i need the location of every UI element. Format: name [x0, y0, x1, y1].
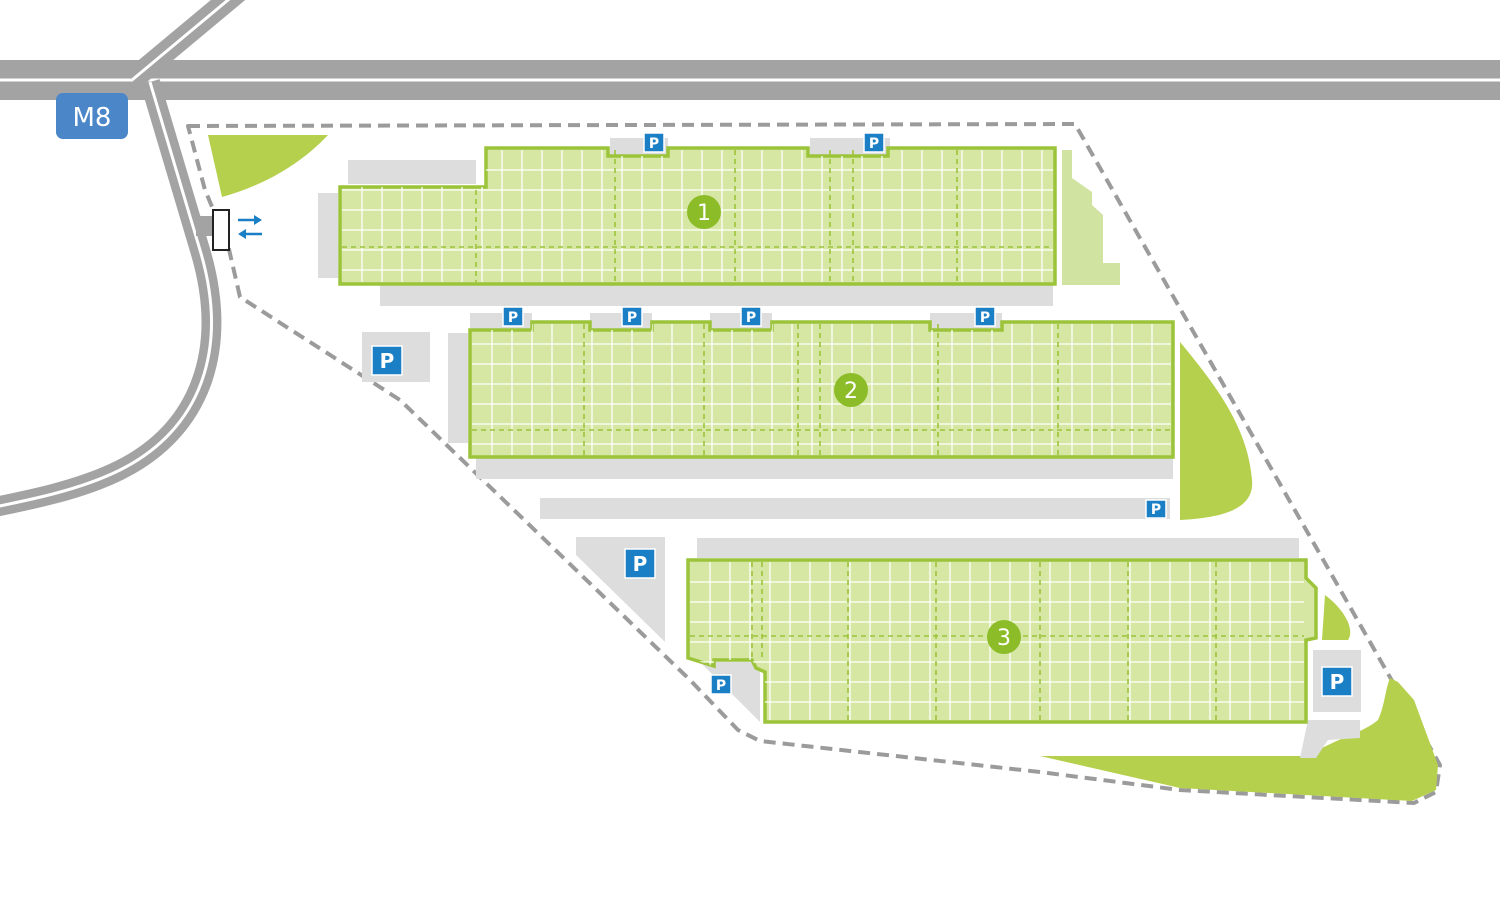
hall-2[interactable]: 2	[468, 320, 1175, 459]
svg-text:P: P	[869, 136, 879, 152]
parking-icon[interactable]: P	[740, 306, 762, 327]
motorway-label: M8	[73, 103, 112, 133]
parking-icon[interactable]: P	[1321, 666, 1353, 697]
svg-text:P: P	[746, 310, 756, 326]
hall-2-outline	[468, 320, 1175, 459]
green-area-hall1-annex	[1062, 150, 1120, 285]
parking-icon[interactable]: P	[710, 674, 732, 695]
pavement-hall2-west	[448, 333, 468, 443]
green-area-east	[1180, 342, 1253, 520]
hall-1[interactable]: 1	[338, 146, 1057, 286]
hall-2-number: 2	[844, 379, 858, 404]
hall-3-number: 3	[997, 626, 1011, 651]
green-area-nw	[208, 135, 328, 197]
pavement-hall2-south	[476, 458, 1173, 479]
green-area-south	[1040, 678, 1438, 801]
hall-3-number-marker	[987, 620, 1021, 654]
hall-2-number-marker	[834, 373, 868, 407]
svg-text:P: P	[716, 678, 726, 694]
green-areas	[208, 135, 1438, 801]
parking-icon[interactable]: P	[974, 306, 996, 327]
svg-text:P: P	[980, 310, 990, 326]
hall-1-dividers	[342, 150, 1053, 282]
hall-2-dividers	[472, 324, 1171, 455]
hall-1-number-marker	[687, 195, 721, 229]
parking-icon[interactable]: P	[1145, 499, 1167, 519]
svg-text:P: P	[633, 552, 648, 576]
parking-icon[interactable]: P	[371, 345, 403, 376]
parking-icon[interactable]: P	[621, 306, 643, 327]
two-way-arrows-icon	[238, 215, 262, 239]
hall-3[interactable]: 3	[686, 558, 1318, 724]
pavement-se-road	[1300, 720, 1360, 758]
gate-spur	[196, 216, 216, 236]
parking-icon[interactable]: P	[502, 306, 524, 327]
access-road	[0, 79, 222, 517]
svg-text:P: P	[1151, 502, 1161, 518]
svg-text:P: P	[380, 349, 395, 373]
svg-text:P: P	[627, 310, 637, 326]
pavement-hall3-north	[697, 538, 1299, 558]
pavement-central-road	[540, 498, 1170, 519]
svg-text:P: P	[649, 136, 659, 152]
parking-icon[interactable]: P	[643, 132, 665, 153]
hall-1-number: 1	[697, 201, 711, 226]
parking-icon[interactable]: P	[624, 548, 656, 579]
road-network	[0, 0, 1500, 517]
svg-text:P: P	[508, 310, 518, 326]
hall-2-grid	[472, 324, 1171, 455]
pavement-hall1-north-a	[348, 160, 476, 184]
pavement-hall1-west	[318, 193, 338, 278]
pavement-hall1-south	[380, 284, 1053, 306]
green-area-se-small	[1322, 595, 1351, 640]
parking-icon[interactable]: P	[863, 132, 885, 153]
parking-signs: P P P P P P P P	[371, 132, 1353, 697]
svg-text:P: P	[1330, 670, 1345, 694]
motorway-badge: M8	[56, 93, 128, 139]
warehouse-halls: 1 2	[338, 146, 1318, 724]
entrance-gate[interactable]	[212, 209, 262, 251]
hall-3-grid	[690, 562, 1304, 720]
gate-icon	[212, 209, 230, 251]
